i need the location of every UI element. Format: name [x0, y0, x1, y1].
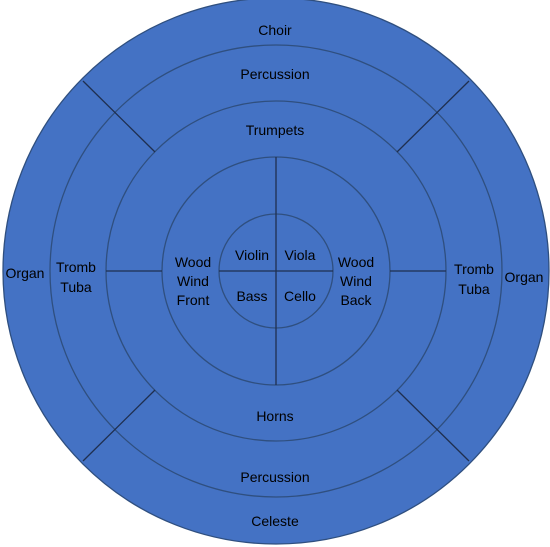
- label-choir: Choir: [258, 22, 292, 38]
- label-tuba-right: Tuba: [458, 281, 490, 297]
- divider-bottom-left: [82, 389, 156, 462]
- label-percussion-bottom: Percussion: [240, 469, 309, 485]
- divider-top-left: [82, 80, 156, 153]
- divider-bottom-right: [396, 389, 470, 462]
- label-violin: Violin: [235, 247, 269, 263]
- label-woodwind-front-3: Front: [177, 292, 210, 308]
- label-tuba-left: Tuba: [60, 279, 92, 295]
- label-horns: Horns: [256, 408, 293, 424]
- label-woodwind-back-2: Wind: [340, 273, 372, 289]
- label-celeste: Celeste: [251, 513, 299, 529]
- label-tromb-left: Tromb: [56, 259, 96, 275]
- label-organ-left: Organ: [6, 265, 45, 281]
- label-woodwind-back-1: Wood: [338, 254, 374, 270]
- label-cello: Cello: [284, 288, 316, 304]
- divider-top-right: [396, 80, 470, 153]
- label-organ-right: Organ: [505, 269, 544, 285]
- label-woodwind-front-1: Wood: [175, 254, 211, 270]
- label-bass: Bass: [236, 288, 267, 304]
- label-percussion-top: Percussion: [240, 66, 309, 82]
- label-trumpets: Trumpets: [246, 122, 305, 138]
- label-woodwind-back-3: Back: [340, 292, 372, 308]
- label-tromb-right: Tromb: [454, 261, 494, 277]
- label-woodwind-front-2: Wind: [177, 273, 209, 289]
- label-viola: Viola: [285, 247, 316, 263]
